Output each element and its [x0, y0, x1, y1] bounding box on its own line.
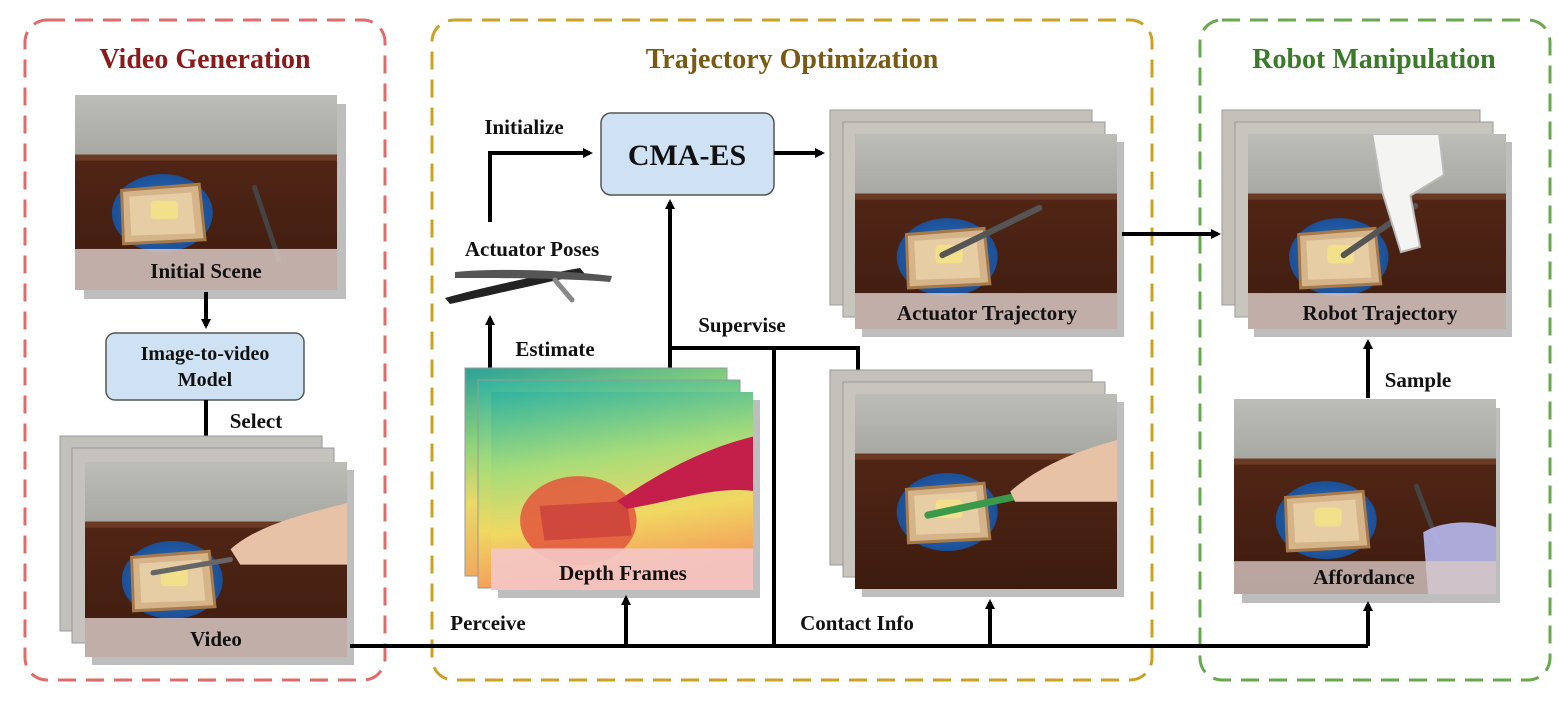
contact-info-label: Contact Info: [800, 611, 914, 635]
actuator-poses-label: Actuator Poses: [465, 237, 599, 261]
depth-frames-stack: Depth Frames: [464, 367, 760, 598]
robot-trajectory-label: Robot Trajectory: [1303, 301, 1458, 325]
image-to-video-model-box: Image-to-video Model: [105, 332, 305, 401]
video-generation-title: Video Generation: [99, 44, 311, 75]
video-frame-stack: Video: [59, 435, 354, 665]
robot-manipulation-panel: [1198, 18, 1552, 682]
supervise-connector: [670, 346, 860, 372]
sample-label: Sample: [1385, 368, 1452, 392]
trajectory-optimization-title: Trajectory Optimization: [646, 44, 939, 75]
arrow-initialize: [488, 148, 593, 222]
model-label-line1: Image-to-video: [141, 343, 270, 365]
actuator-poses-icon: [445, 268, 612, 304]
robot-gripper-icon: [1371, 134, 1445, 254]
hand-icon: [230, 503, 347, 565]
depth-frames-label: Depth Frames: [559, 561, 687, 585]
actuator-trajectory-stack: Actuator Trajectory: [829, 109, 1124, 337]
actuator-trajectory-label: Actuator Trajectory: [897, 301, 1078, 325]
contact-info-stack: [829, 369, 1124, 597]
affordance-image: Affordance: [1234, 399, 1500, 603]
initialize-label: Initialize: [484, 115, 563, 139]
robot-trajectory-stack: Robot Trajectory: [1221, 109, 1512, 337]
initial-scene-image: Initial Scene: [75, 95, 346, 299]
select-label: Select: [230, 409, 282, 433]
video-generation-panel: [23, 18, 387, 682]
estimate-label: Estimate: [515, 337, 594, 361]
trajectory-optimization-panel: [430, 18, 1154, 682]
affordance-label: Affordance: [1313, 565, 1414, 589]
cmaes-box: CMA-ES: [600, 112, 775, 196]
video-label: Video: [190, 627, 242, 651]
perceive-label: Perceive: [450, 611, 525, 635]
initial-scene-label: Initial Scene: [150, 259, 261, 283]
robot-manipulation-title: Robot Manipulation: [1252, 44, 1496, 75]
cmaes-label: CMA-ES: [628, 139, 746, 172]
supervise-label: Supervise: [698, 313, 786, 337]
model-label-line2: Model: [178, 369, 233, 391]
knife-icon: [252, 184, 282, 262]
